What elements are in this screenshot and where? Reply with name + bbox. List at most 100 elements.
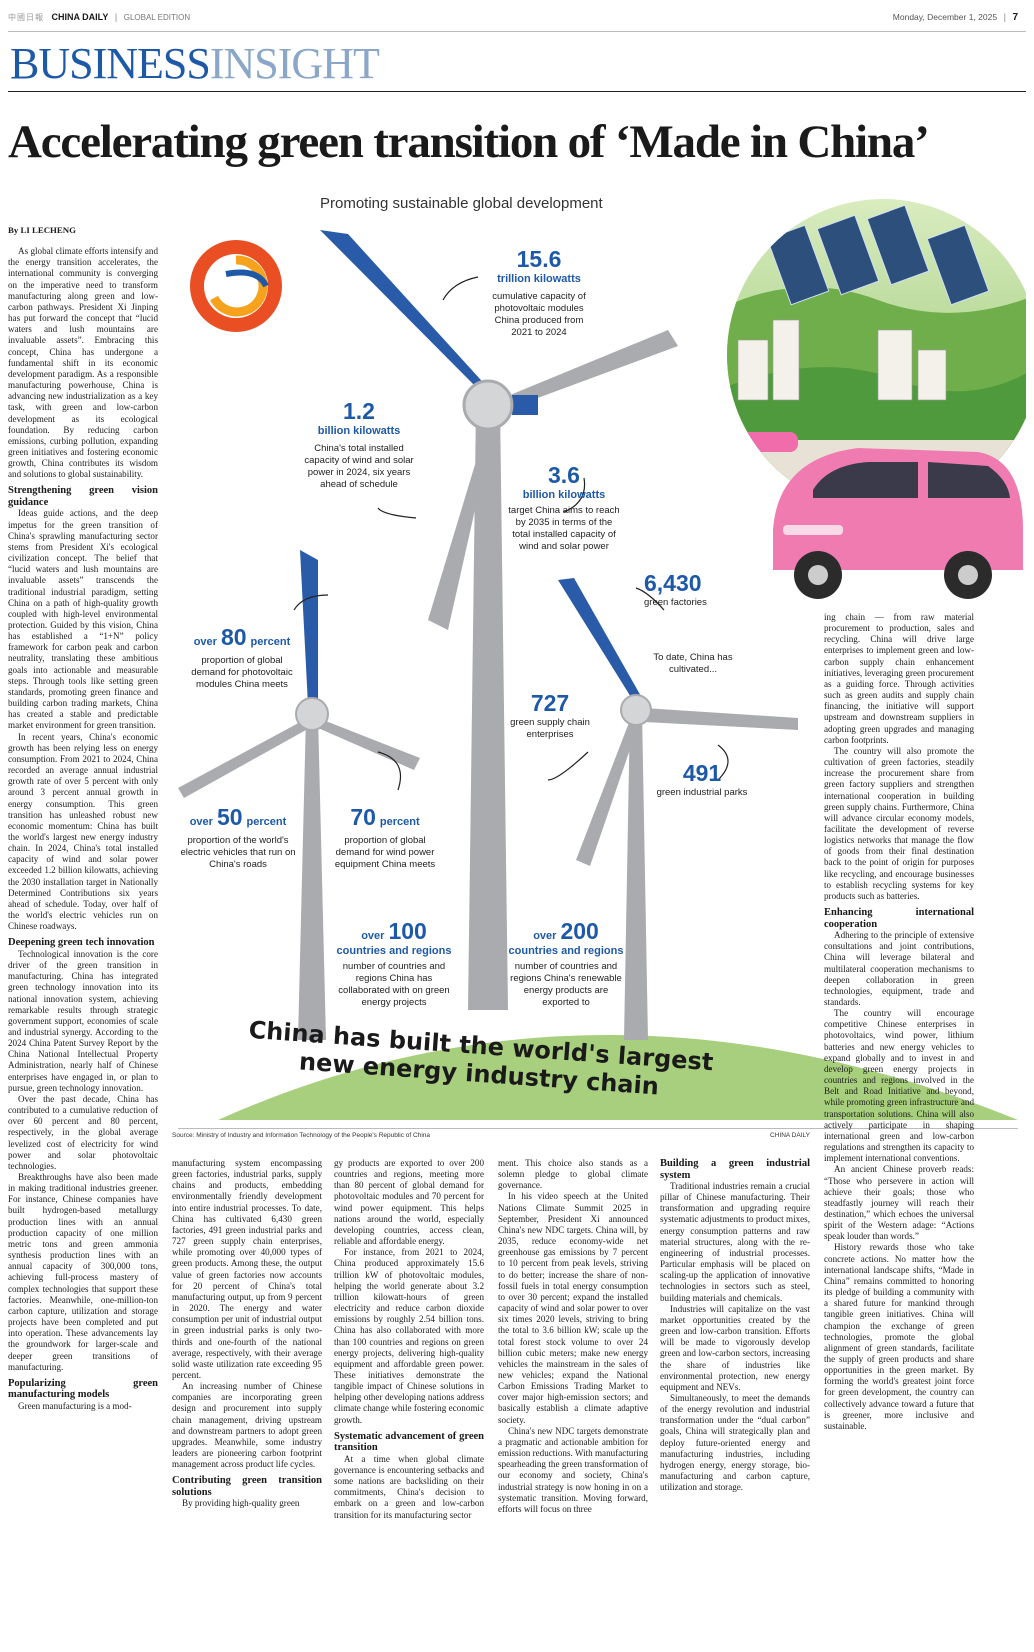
masthead-date: Monday, December 1, 2025: [892, 12, 998, 22]
stat-1-2-description: China's total installed capacity of wind…: [304, 443, 414, 490]
source-rule: [178, 1128, 1018, 1129]
stat-unit: trillion kilowatts: [497, 273, 581, 285]
paragraph: manufacturing system encompassing green …: [172, 1158, 322, 1380]
stat-over-80: over 80 percent proportion of global dem…: [186, 624, 298, 691]
article-column-6: ing chain — from raw material procuremen…: [824, 612, 974, 1652]
swirl-logo-icon: [190, 240, 282, 332]
paragraph: Ideas guide actions, and the deep impetu…: [8, 508, 158, 731]
section-title-insight: INSIGHT: [209, 39, 380, 88]
paragraph: In his video speech at the United Nation…: [498, 1191, 648, 1425]
paragraph: For instance, from 2021 to 2024, China p…: [334, 1247, 484, 1425]
column-4-content: ment. This choice also stands as a solem…: [498, 1158, 648, 1515]
paragraph: Breakthroughs have also been made in mak…: [8, 1172, 158, 1372]
column-1-content: As global climate efforts intensify and …: [8, 246, 158, 1412]
article-column-4: ment. This choice also stands as a solem…: [498, 1158, 648, 1652]
stat-unit: billion kilowatts: [317, 425, 401, 437]
stat-over-50: over 50 percent proportion of the world'…: [178, 804, 298, 871]
stat-description: target China aims to reach by 2035 in te…: [508, 505, 620, 552]
stat-value: 15.6: [516, 246, 562, 272]
stat-description: proportion of global demand for wind pow…: [334, 835, 436, 870]
stat-value: 80: [220, 624, 247, 650]
right-wind-turbine: [558, 578, 798, 1040]
column-6-content: ing chain — from raw material procuremen…: [824, 612, 974, 1432]
stat-prefix: over: [533, 930, 557, 942]
stat-unit: percent: [379, 816, 420, 828]
stat-unit: percent: [250, 636, 291, 648]
stat-description: number of countries and regions China's …: [510, 961, 622, 1008]
paragraph: The country will also promote the cultiv…: [824, 745, 974, 901]
stat-description: cumulative capacity of photovoltaic modu…: [492, 291, 586, 338]
pink-electric-car: [773, 448, 1023, 599]
section-rule: [8, 91, 1026, 92]
subheading: Contributing green transition solutions: [172, 1475, 322, 1498]
stat-value: 3.6: [548, 462, 580, 488]
callout-arrows: [293, 276, 729, 791]
stat-description: proportion of global demand for photovol…: [191, 655, 293, 690]
paragraph: In recent years, China's economic growth…: [8, 731, 158, 932]
stat-prefix: over: [193, 636, 217, 648]
stat-727: 727 green supply chain enterprises: [506, 690, 594, 741]
infographic-credit: CHINA DAILY: [770, 1132, 810, 1139]
article-column-1: By LI LECHENG As global climate efforts …: [8, 225, 158, 1652]
paragraph: Technological innovation is the core dri…: [8, 948, 158, 1093]
green-ground-hill: [218, 1035, 1018, 1120]
stat-value: 6,430: [644, 570, 702, 596]
infographic-source: Source: Ministry of Industry and Informa…: [172, 1132, 431, 1139]
section-title-business: BUSINESS: [10, 39, 211, 88]
infographic: [178, 199, 1026, 1129]
article-column-2: manufacturing system encompassing green …: [172, 1158, 322, 1652]
masthead-logo: 中國日報: [8, 13, 44, 22]
subheading: Deepening green tech innovation: [8, 937, 155, 949]
paragraph: An ancient Chinese proverb reads: “Those…: [824, 1164, 974, 1242]
section-title: BUSINESSINSIGHT: [10, 39, 380, 88]
stat-value: 70: [350, 804, 376, 830]
paragraph: An increasing number of Chinese companie…: [172, 1381, 322, 1470]
stat-unit: countries and regions: [508, 945, 624, 957]
page-number: 7: [1012, 12, 1018, 23]
stat-value: 100: [388, 918, 427, 944]
article-column-3: gy products are exported to over 200 cou…: [334, 1158, 484, 1652]
paragraph: As global climate efforts intensify and …: [8, 246, 158, 480]
subheading: Building a green industrial system: [660, 1158, 810, 1181]
masthead: 中國日報 CHINA DAILY | GLOBAL EDITION Monday…: [8, 12, 1026, 28]
stat-over-100: over 100 countries and regions number of…: [336, 918, 452, 1009]
stat-15-6: 15.6 trillion kilowatts cumulative capac…: [488, 246, 590, 339]
paragraph: The country will encourage competitive C…: [824, 1008, 974, 1164]
byline: By LI LECHENG: [8, 225, 76, 235]
column-3-content: gy products are exported to over 200 cou…: [334, 1158, 484, 1521]
paragraph: ment. This choice also stands as a solem…: [498, 1158, 648, 1191]
paragraph: Green manufacturing is a mod-: [18, 1400, 132, 1411]
stat-unit: countries and regions: [336, 945, 452, 957]
stat-unit: percent: [246, 816, 287, 828]
column-2-content: manufacturing system encompassing green …: [172, 1158, 322, 1510]
header-rule: [8, 31, 1026, 32]
stat-unit: green industrial parks: [656, 787, 748, 798]
paragraph: Adhering to the principle of extensive c…: [824, 930, 974, 1007]
large-wind-turbine: [320, 230, 678, 1010]
paragraph: By providing high-quality green: [182, 1498, 300, 1509]
stat-491: 491 green industrial parks: [654, 760, 750, 799]
masthead-divider: |: [114, 12, 118, 22]
masthead-right: Monday, December 1, 2025 | 7: [892, 12, 1018, 23]
stat-description: proportion of the world's electric vehic…: [180, 835, 296, 870]
headline: Accelerating green transition of ‘Made i…: [8, 116, 930, 168]
paragraph: At a time when global climate governance…: [334, 1453, 484, 1520]
stat-unit: billion kilowatts: [522, 489, 606, 501]
stat-description: number of countries and regions China ha…: [338, 961, 450, 1008]
subheading: Popularizing green manufacturing models: [8, 1377, 158, 1401]
green-landscape-illustration: [727, 199, 1026, 511]
stat-value: 727: [530, 690, 570, 716]
paragraph: gy products are exported to over 200 cou…: [334, 1158, 484, 1247]
subheading: Strengthening green vision guidance: [8, 485, 158, 508]
stat-unit: green factories: [644, 597, 707, 608]
paragraph: ing chain — from raw material procuremen…: [824, 612, 974, 745]
subheading: Enhancing international cooperation: [824, 907, 974, 930]
paragraph: China's new NDC targets demonstrate a pr…: [498, 1425, 648, 1514]
stat-70: 70 percent proportion of global demand f…: [330, 804, 440, 871]
stat-prefix: over: [189, 816, 213, 828]
masthead-edition: GLOBAL EDITION: [123, 13, 191, 22]
infographic-subtitle: Promoting sustainable global development: [320, 195, 603, 212]
stat-prefix: over: [361, 930, 385, 942]
subheading: Systematic advancement of green transiti…: [334, 1430, 484, 1454]
